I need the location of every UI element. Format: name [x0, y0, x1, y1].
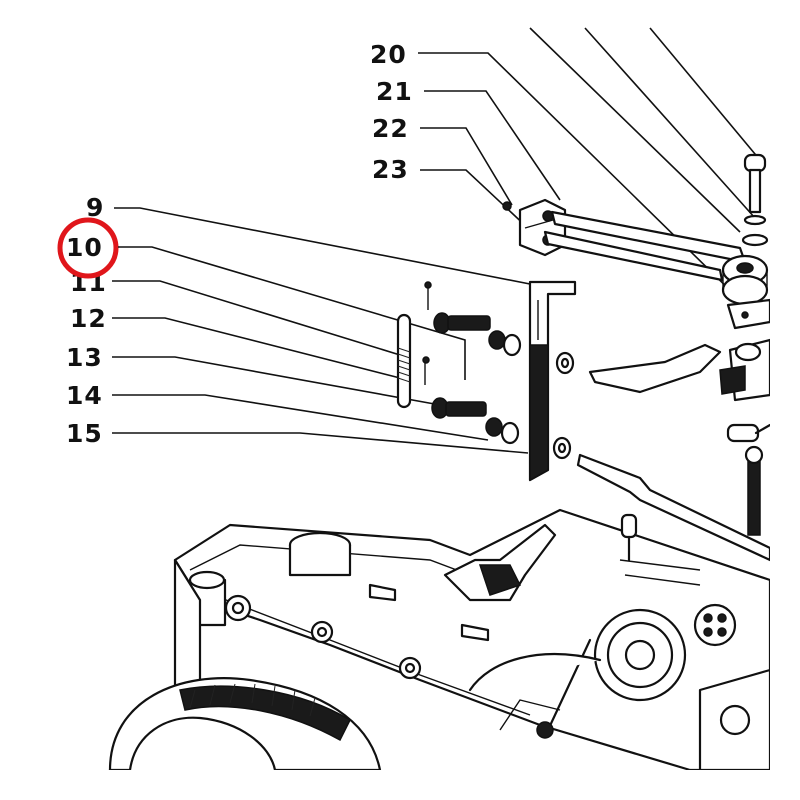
vertical-bracket-assembly — [396, 280, 577, 482]
right-crop-mask — [770, 0, 800, 800]
leader-offpage-3 — [649, 27, 761, 161]
upper-linkage-assembly — [502, 153, 772, 330]
highlight-circle-10 — [57, 217, 119, 279]
washer-lower — [741, 233, 769, 247]
callout-12: 12 — [70, 304, 107, 333]
lower-bolt-set — [431, 397, 572, 460]
gearbox-housing — [108, 508, 772, 772]
leader-14 — [112, 394, 489, 441]
washer-upper — [743, 214, 767, 226]
callout-22: 22 — [372, 114, 409, 143]
leader-lines — [112, 27, 761, 454]
callout-15: 15 — [66, 419, 103, 448]
callout-labels: 20 21 22 23 9 10 11 12 13 14 15 — [66, 40, 413, 448]
callout-14: 14 — [66, 381, 103, 410]
spring-coils — [397, 347, 411, 383]
top-screw-head — [743, 153, 767, 173]
lever-arm-lower — [543, 230, 724, 282]
leader-20 — [418, 52, 741, 301]
leader-11 — [112, 280, 401, 356]
leader-9 — [114, 207, 536, 286]
four-hole-flange — [693, 603, 737, 647]
throttle-lever-assembly — [576, 338, 772, 562]
leader-13 — [112, 356, 441, 406]
callout-20: 20 — [370, 40, 407, 69]
callout-13: 13 — [66, 343, 103, 372]
leader-12 — [112, 317, 401, 379]
upper-bolt-set — [433, 312, 575, 375]
leader-23 — [420, 169, 531, 231]
leader-10 — [118, 246, 466, 380]
leader-offpage-1 — [529, 27, 741, 233]
callout-23: 23 — [372, 155, 409, 184]
callout-21: 21 — [376, 77, 413, 106]
bottom-crop-mask — [0, 770, 800, 800]
callout-10: 10 — [66, 233, 103, 262]
leader-offpage-2 — [584, 27, 756, 219]
spring-link — [396, 313, 412, 409]
callout-9: 9 — [86, 193, 104, 222]
shift-pedal — [443, 523, 557, 602]
leader-21 — [424, 90, 561, 201]
leader-22 — [420, 127, 513, 206]
throttle-lever — [588, 343, 722, 394]
hub-base-plate — [726, 298, 772, 330]
leader-15 — [112, 432, 529, 454]
